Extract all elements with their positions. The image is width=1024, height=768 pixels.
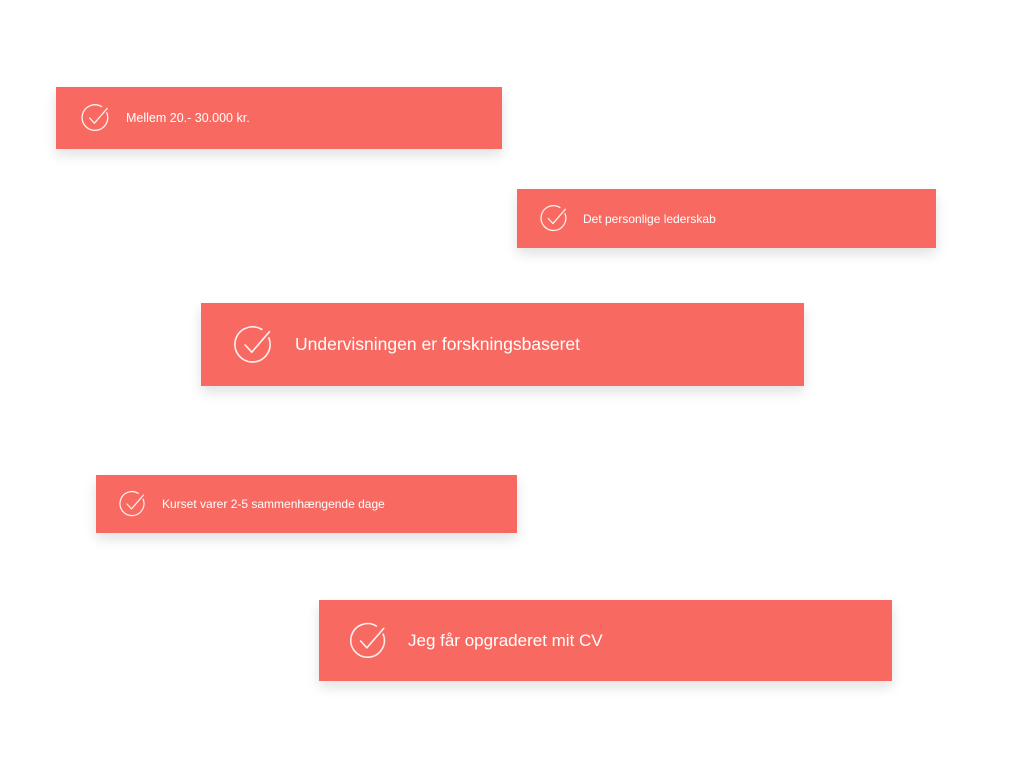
benefit-label: Undervisningen er forskningsbaseret: [295, 334, 581, 354]
benefit-card-duration: Kurset varer 2-5 sammenhængende dage: [96, 475, 517, 533]
check-circle-icon: [118, 489, 148, 519]
benefit-label: Kurset varer 2-5 sammenhængende dage: [162, 497, 385, 511]
benefit-label: Det personlige lederskab: [583, 211, 716, 226]
benefit-label: Jeg får opgraderet mit CV: [408, 630, 603, 650]
check-circle-icon: [232, 323, 276, 367]
check-circle-icon: [80, 102, 112, 134]
benefit-label: Mellem 20.- 30.000 kr.: [126, 111, 250, 125]
check-circle-icon: [348, 620, 390, 662]
benefit-card-leadership: Det personlige lederskab: [517, 189, 936, 248]
benefit-card-cv: Jeg får opgraderet mit CV: [319, 600, 892, 681]
benefit-card-price: Mellem 20.- 30.000 kr.: [56, 87, 502, 149]
check-circle-icon: [539, 203, 570, 234]
benefit-card-research: Undervisningen er forskningsbaseret: [201, 303, 804, 386]
